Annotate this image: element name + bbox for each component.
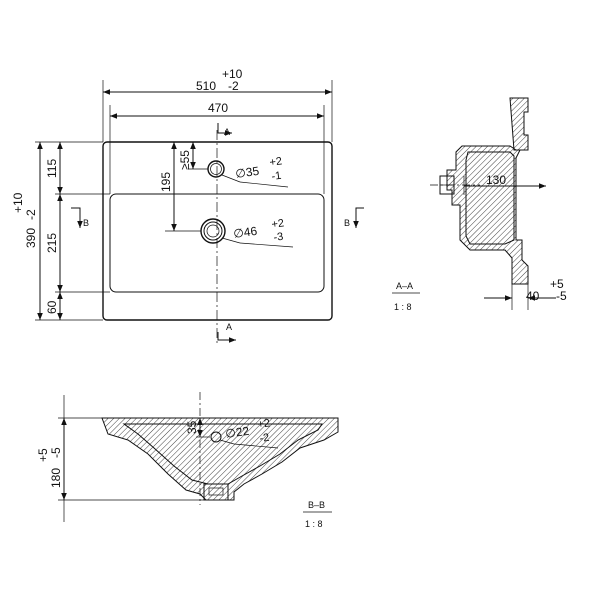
section-b-marker-left: B: [83, 218, 89, 228]
section-aa-height: 40: [526, 289, 540, 303]
section-bb-profile: [101, 417, 339, 501]
tap-hole-tol-minus: -1: [271, 170, 282, 183]
basin-outline: [102, 141, 333, 321]
dim-510-tol-plus: +10: [222, 67, 243, 81]
section-a-marker-top: A: [224, 127, 230, 137]
overflow-tol-minus: -2: [259, 432, 270, 445]
dim-60: 60: [45, 300, 59, 314]
dim-510-tol-minus: -2: [228, 79, 239, 93]
section-aa-height-tol-minus: -5: [556, 289, 567, 303]
section-bb-height: 180: [49, 468, 63, 488]
section-bb-height-tol-minus: -5: [49, 447, 63, 458]
section-aa-title: A–A: [396, 281, 413, 291]
dim-390-tol-minus: -2: [24, 209, 38, 220]
dim-115: 115: [45, 159, 59, 178]
overflow-diameter: ∅22: [224, 424, 250, 441]
section-aa-scale: 1 : 8: [394, 302, 412, 312]
tap-hole-tol-plus: +2: [269, 155, 283, 169]
drain-hole-diameter: ∅46: [232, 224, 258, 241]
dim-215: 215: [45, 233, 59, 253]
dim-470: 470: [208, 101, 228, 115]
section-aa-profile: [446, 97, 529, 285]
drain-hole-tol-minus: -3: [273, 231, 284, 244]
drain-hole-tol-plus: +2: [271, 217, 285, 231]
section-b-marker-right: B: [344, 218, 350, 228]
section-a-marker-bottom: A: [226, 322, 232, 332]
dim-55: ≥55: [178, 150, 192, 170]
top-view: +10 510 -2 470 +10 390 -2 115 215 60 195…: [11, 67, 364, 345]
dim-510: 510: [196, 79, 216, 93]
overflow-hole: [210, 431, 222, 443]
section-bb-height-tol-plus: +5: [36, 448, 50, 462]
dim-390: 390: [24, 228, 38, 248]
dim-390-tol-plus: +10: [11, 192, 25, 213]
section-aa-view: 130 +5 40 -5 A–A 1 : 8: [392, 97, 567, 312]
section-bb-title: B–B: [308, 500, 325, 510]
tap-hole-diameter: ∅35: [234, 164, 260, 181]
overflow-tol-plus: +2: [257, 417, 271, 431]
section-aa-height-tol-plus: +5: [550, 277, 564, 291]
drain-hole: [200, 218, 226, 244]
section-bb-view: +5 180 -5 35 ∅22 +2 -2 B–B 1 : 8: [36, 392, 339, 529]
dim-195: 195: [159, 172, 173, 192]
section-bb-dim-35: 35: [185, 420, 199, 434]
section-bb-scale: 1 : 8: [305, 519, 323, 529]
section-aa-dim-130: 130: [486, 173, 506, 187]
